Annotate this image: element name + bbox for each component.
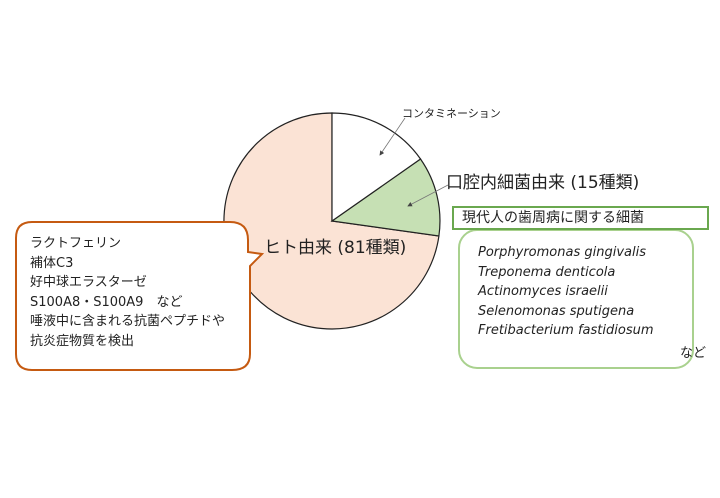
label-oral-bacteria: 口腔内細菌由来 (15種類) xyxy=(446,173,640,193)
arrow-oral xyxy=(407,184,449,207)
right-species-box xyxy=(458,229,694,369)
pie-slice-contamination xyxy=(331,112,422,223)
species-item: Treponema denticola xyxy=(478,264,616,280)
callout-line: ラクトフェリン xyxy=(30,236,122,251)
arrow-contamination xyxy=(379,117,406,156)
species-item: Selenomonas sputigena xyxy=(478,303,635,319)
pie-slice-oral xyxy=(330,158,441,237)
callout-line: 唾液中に含まれる抗菌ペプチドや xyxy=(30,314,226,329)
callout-line: 好中球エラスターゼ xyxy=(30,275,147,290)
species-item: Porphyromonas gingivalis xyxy=(478,245,646,260)
callout-line: S100A8・S100A9 など xyxy=(30,294,183,310)
callout-line: 抗炎症物質を検出 xyxy=(30,333,135,349)
species-item: Fretibacterium fastidiosum xyxy=(478,323,654,338)
species-list: Porphyromonas gingivalis Treponema denti… xyxy=(478,243,654,341)
species-suffix: など xyxy=(680,346,707,361)
callout-line: 補体C3 xyxy=(30,255,74,271)
species-item: Actinomyces israelii xyxy=(478,284,608,299)
left-callout-text: ラクトフェリン 補体C3 好中球エラスターゼ S100A8・S100A9 など … xyxy=(30,234,225,351)
periodontal-header: 現代人の歯周病に関する細菌 xyxy=(452,206,709,230)
left-callout-bubble xyxy=(15,221,265,371)
label-contamination: コンタミネーション xyxy=(402,107,501,120)
label-human: ヒト由来 (81種類) xyxy=(264,238,407,258)
